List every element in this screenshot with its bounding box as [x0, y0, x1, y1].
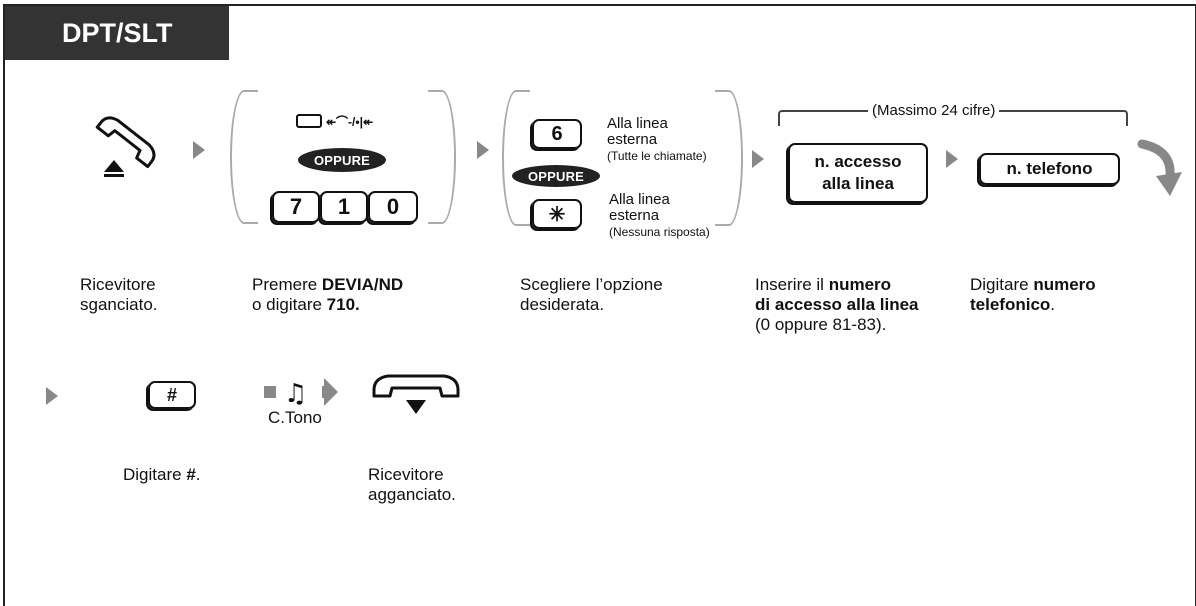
flow-arrow — [193, 141, 205, 159]
fwd-dnd-symbol: ↞⌒-/•|↞ — [326, 115, 373, 129]
key-6: 6 — [532, 119, 582, 149]
right-paren — [715, 90, 743, 226]
option-no-answer: Alla linea esterna (Nessuna risposta) — [609, 191, 710, 240]
fwd-dnd-button-icon — [296, 114, 322, 128]
tone-label: C.Tono — [268, 408, 322, 427]
digit-limit-label: (Massimo 24 cifre) — [868, 102, 1000, 119]
caption-fwd-dnd: Premere DEVIA/ND o digitare 710. — [252, 275, 404, 314]
left-paren — [230, 90, 258, 224]
page-title: DPT/SLT — [5, 6, 229, 60]
phone-number-key: n. telefono — [979, 153, 1120, 185]
oppure-badge: OPPURE — [512, 165, 600, 187]
handset-offhook-icon — [95, 116, 156, 177]
key-1: 1 — [320, 191, 368, 223]
flow-arrow — [46, 387, 58, 405]
caption-line-access: Inserire il numero di accesso alla linea… — [755, 275, 919, 334]
flow-arrow — [946, 150, 958, 168]
continue-arrow-icon — [1137, 139, 1182, 196]
key-hash: # — [148, 381, 196, 409]
handset-onhook-icon — [372, 374, 460, 414]
caption-press-hash: Digitare #. — [123, 465, 201, 484]
caption-onhook: Ricevitore agganciato. — [368, 465, 456, 504]
key-0: 0 — [368, 191, 418, 223]
line-access-number-key: n. accesso alla linea — [788, 143, 928, 203]
oppure-badge: OPPURE — [298, 148, 386, 172]
key-7: 7 — [272, 191, 320, 223]
caption-choose-option: Scegliere l’opzione desiderata. — [520, 275, 663, 314]
caption-phone-number: Digitare numero telefonico. — [970, 275, 1096, 314]
key-star: ✳ — [532, 199, 582, 229]
right-paren — [428, 90, 456, 224]
caption-offhook: Ricevitore sganciato. — [80, 275, 158, 314]
confirmation-tone-icon: ♫ — [264, 378, 338, 409]
flow-arrow — [752, 150, 764, 168]
flow-arrow — [477, 141, 489, 159]
svg-text:♫: ♫ — [284, 379, 307, 409]
left-paren — [502, 90, 530, 226]
option-all-calls: Alla linea esterna (Tutte le chiamate) — [607, 115, 707, 164]
